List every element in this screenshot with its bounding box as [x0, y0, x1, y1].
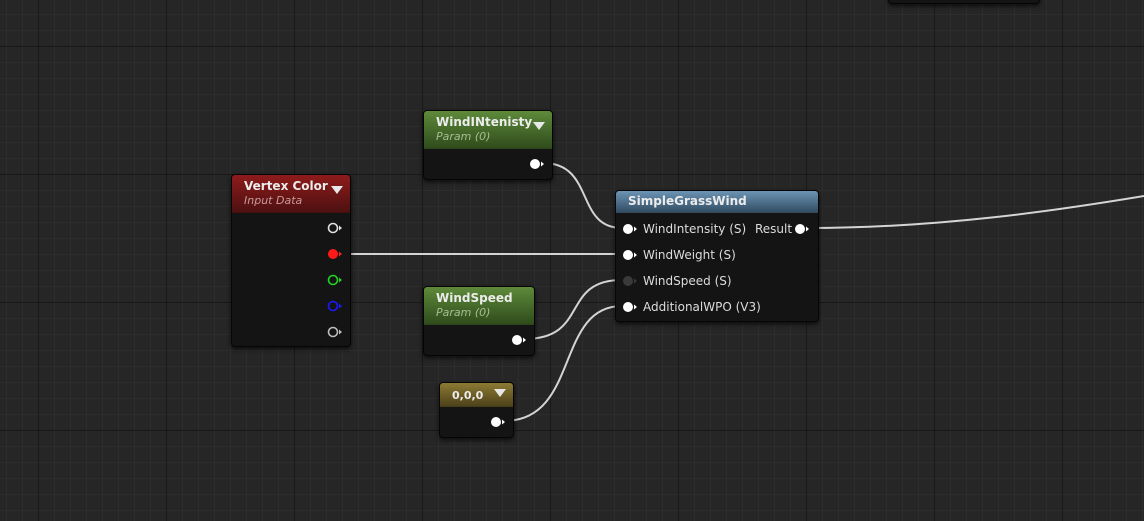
pin-label-result: Result [755, 222, 793, 236]
collapse-arrow-icon[interactable] [533, 122, 545, 130]
pin-additional-wpo-input[interactable] [622, 301, 637, 313]
pin-constant-output[interactable] [490, 416, 505, 428]
pin-label-wind-weight: WindWeight (S) [643, 248, 736, 262]
node-title: 0,0,0 [452, 389, 484, 402]
pin-result-output[interactable] [794, 223, 809, 235]
pin-green-output[interactable] [327, 274, 342, 286]
pin-label-wind-speed: WindSpeed (S) [643, 274, 732, 288]
node-title: WindINtenisty [436, 115, 533, 129]
wind-speed-param-node[interactable]: WindSpeed Param (0) [423, 286, 535, 356]
offscreen-node[interactable] [888, 0, 1040, 4]
node-subtitle: Input Data [244, 194, 303, 207]
constant-vector-node[interactable]: 0,0,0 [439, 382, 514, 438]
simple-grass-wind-node[interactable]: SimpleGrassWind WindIntensity (S) WindWe… [615, 190, 819, 322]
pin-alpha-output[interactable] [327, 326, 342, 338]
pin-label-wind-intensity: WindIntensity (S) [643, 222, 747, 236]
pin-blue-output[interactable] [327, 300, 342, 312]
pin-wind-weight-input[interactable] [622, 249, 637, 261]
node-subtitle: Param (0) [436, 130, 491, 143]
node-title: SimpleGrassWind [628, 194, 747, 208]
pin-wind-intensity-input[interactable] [622, 223, 637, 235]
node-subtitle: Param (0) [436, 306, 491, 319]
wire-windspeed-to-simplegrasswind[interactable] [523, 279, 623, 340]
vertex-color-node[interactable]: Vertex Color Input Data [231, 174, 351, 347]
pin-rgb-output[interactable] [327, 222, 342, 234]
pin-wind-speed-input[interactable] [622, 275, 637, 287]
wind-intensity-param-node[interactable]: WindINtenisty Param (0) [423, 110, 553, 180]
collapse-arrow-icon[interactable] [331, 186, 343, 194]
wind-intensity-header[interactable]: WindINtenisty Param (0) [424, 111, 552, 149]
wire-constant-to-additionalwpo[interactable] [503, 305, 623, 422]
wind-speed-header[interactable]: WindSpeed Param (0) [424, 287, 534, 325]
collapse-arrow-icon[interactable] [494, 389, 506, 397]
constant-header[interactable]: 0,0,0 [440, 383, 513, 407]
node-title: WindSpeed [436, 291, 513, 305]
wire-result-out[interactable] [807, 195, 1144, 229]
pin-label-additional-wpo: AdditionalWPO (V3) [643, 300, 761, 314]
pin-red-output[interactable] [327, 248, 342, 260]
vertex-color-header[interactable]: Vertex Color Input Data [232, 175, 350, 213]
pin-param-output[interactable] [529, 158, 544, 170]
pin-param-output[interactable] [511, 334, 526, 346]
simple-grass-wind-header[interactable]: SimpleGrassWind [616, 191, 818, 213]
node-title: Vertex Color [244, 179, 328, 193]
wire-windintensity-to-simplegrasswind[interactable] [542, 162, 623, 229]
